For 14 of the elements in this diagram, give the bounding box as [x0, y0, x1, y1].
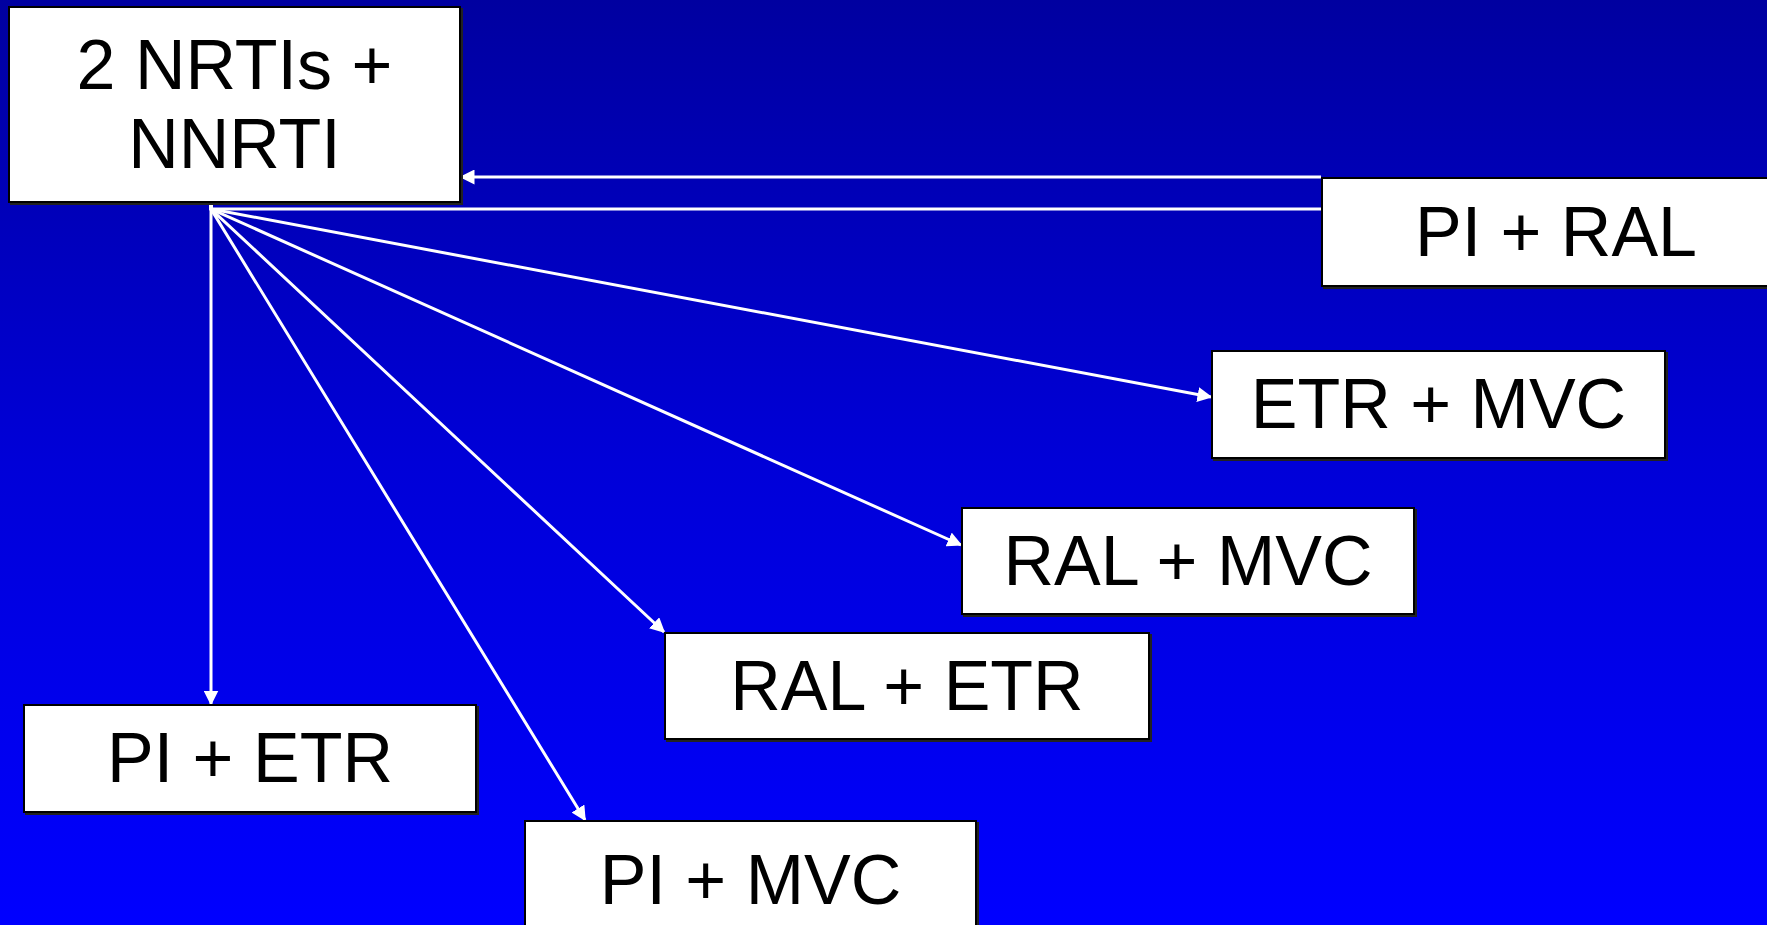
regimen-box [1211, 350, 1666, 459]
regimen-box [664, 632, 1150, 740]
regimen-box [524, 820, 977, 925]
regimen-box [23, 704, 477, 813]
regimen-box [1321, 177, 1767, 287]
regimen-label: PI + RAL [1414, 192, 1698, 272]
regimen-label: ETR + MVC [1250, 365, 1627, 444]
regimen-box [961, 507, 1415, 615]
regimen-label: 2 NRTIs + NNRTI [75, 26, 394, 183]
regimen-box [8, 6, 461, 203]
regimen-label: RAL + MVC [1003, 521, 1373, 601]
regimen-label: PI + ETR [107, 719, 393, 798]
regimen-label: PI + MVC [599, 840, 902, 920]
regimen-label: RAL + ETR [730, 646, 1084, 726]
